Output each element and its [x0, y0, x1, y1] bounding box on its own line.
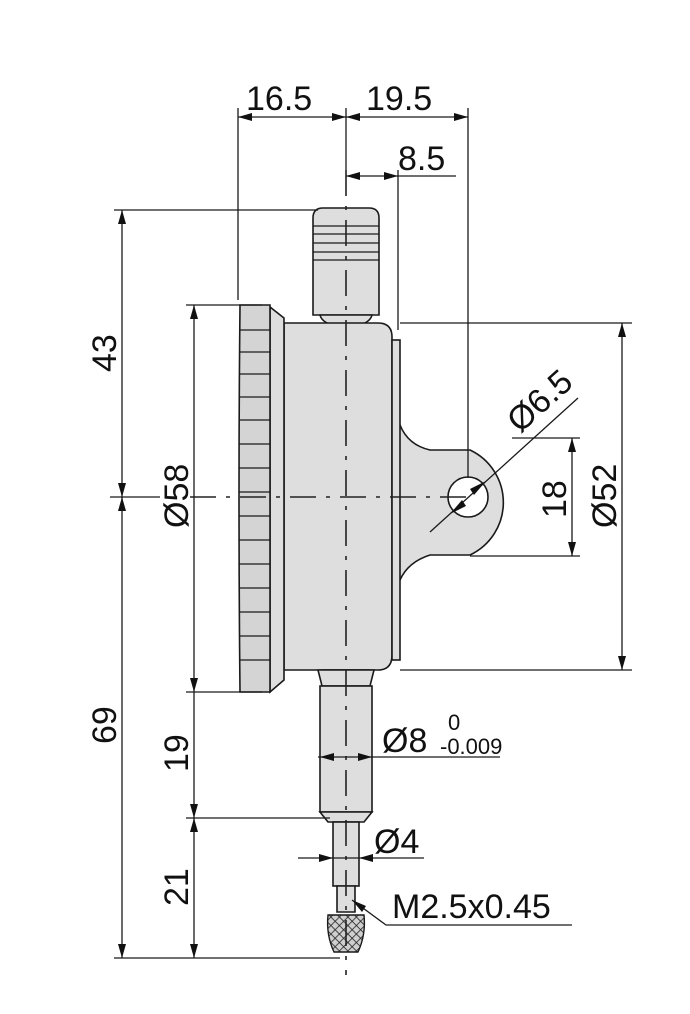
dim-bezel-diameter: Ø58: [158, 464, 196, 528]
dim-width-left: 16.5: [246, 80, 312, 118]
indicator-case: [283, 322, 401, 671]
dim-lug-offset: 8.5: [398, 140, 445, 178]
dim-width-right: 19.5: [366, 80, 432, 118]
dim-contact-thread: M2.5x0.45: [392, 888, 551, 926]
dim-lug-hole-diameter: Ø6.5: [500, 362, 580, 440]
dim-lug-height: 18: [536, 480, 574, 518]
dim-spindle-diameter: Ø4: [374, 823, 419, 861]
dim-stem-tol-upper: 0: [448, 710, 460, 735]
dim-top-height: 43: [86, 334, 124, 372]
dim-bottom-height: 69: [86, 706, 124, 744]
mounting-lug: [391, 424, 505, 581]
dim-spindle-length: 21: [158, 868, 196, 906]
dim-stem-length: 19: [158, 734, 196, 772]
dim-stem-tol-lower: -0.009: [440, 734, 502, 759]
bezel: [238, 304, 285, 694]
dim-stem-diameter: Ø8: [382, 722, 427, 760]
dim-case-diameter: Ø52: [586, 464, 624, 528]
